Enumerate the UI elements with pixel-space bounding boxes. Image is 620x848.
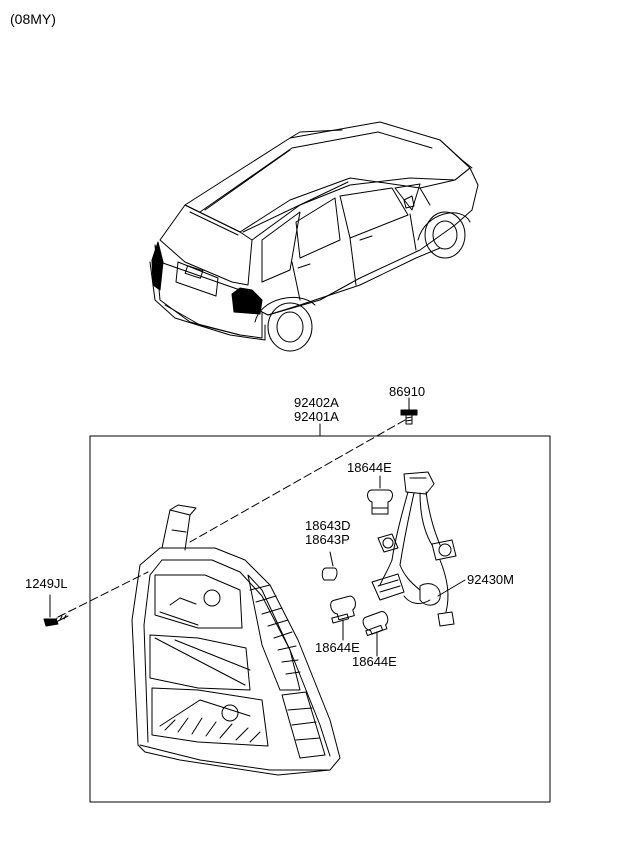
leader-socket [437,579,466,597]
part-label-18644e-lower-right: 18644E [352,654,397,669]
screw-side-icon [43,614,69,627]
part-label-18644e-lower-left: 18644E [315,640,360,655]
vehicle-illustration [149,121,479,352]
leader-bulb-small [329,551,334,567]
part-label-92401a: 92401A [294,409,339,424]
part-label-1249jl: 1249JL [25,576,68,591]
part-label-92402a: 92402A [294,395,339,410]
bulb-upper-icon [367,489,393,515]
bulb-lower-right-icon [362,611,389,637]
tail-lamp-housing [131,504,341,776]
part-label-18644e-upper: 18644E [347,460,392,475]
part-label-86910: 86910 [389,384,426,399]
bulb-small-icon [321,567,338,581]
model-year-label: (08MY) [10,11,56,27]
socket-wiring-icon [371,471,457,627]
screw-top-icon [400,409,418,425]
dashed-line-top [189,419,406,543]
part-label-92430m: 92430M [467,572,514,587]
part-label-18643d: 18643D [305,518,351,533]
bulb-lower-left-icon [330,595,356,624]
parts-frame [89,435,551,803]
dashed-line-side [57,571,149,618]
part-label-18643p: 18643P [305,532,350,547]
